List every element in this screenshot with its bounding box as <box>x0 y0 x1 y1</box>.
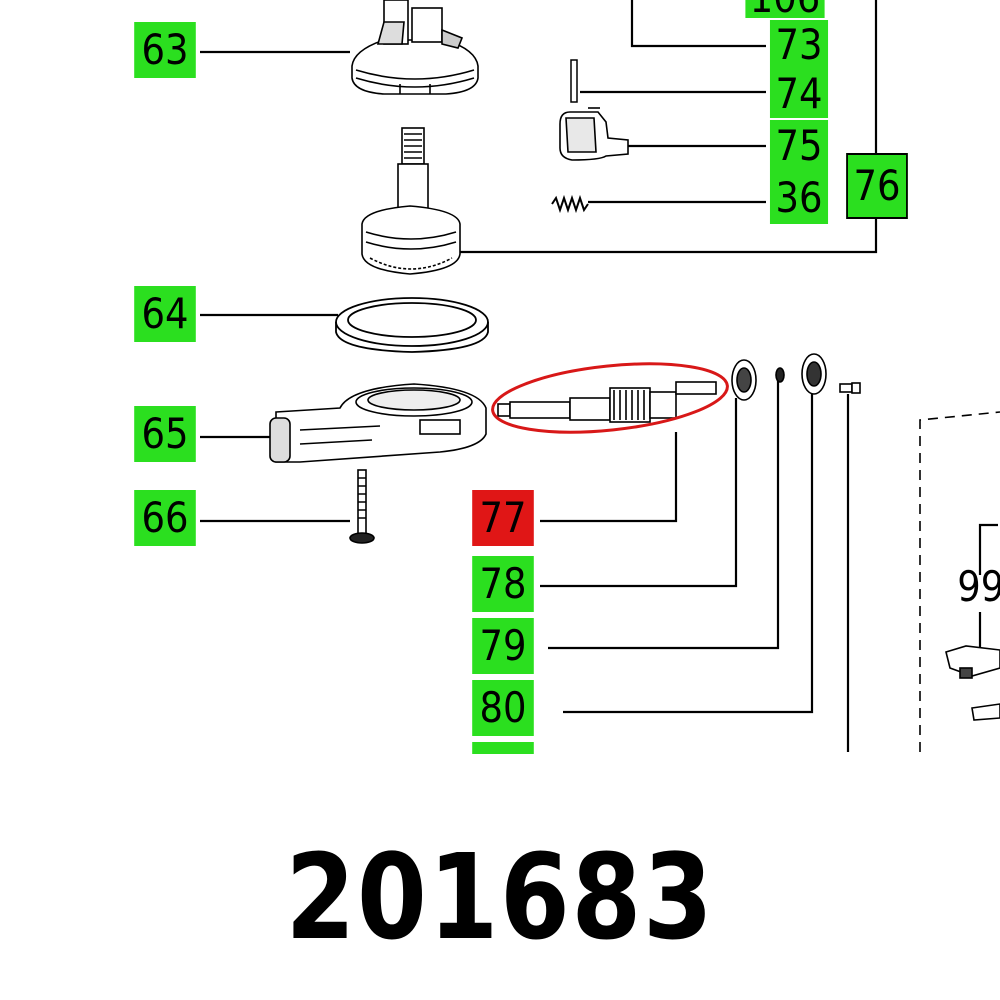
part-66-drawing <box>349 469 375 544</box>
part-79-drawing <box>775 367 785 383</box>
part-81-drawing <box>839 382 861 394</box>
part-75-drawing <box>559 107 629 161</box>
label-65[interactable]: 65 <box>134 406 196 462</box>
label-79[interactable]: 79 <box>472 618 534 674</box>
label-64[interactable]: 64 <box>134 286 196 342</box>
label-73[interactable]: 73 <box>769 20 829 70</box>
callout-line-77 <box>540 432 678 523</box>
label-36[interactable]: 36 <box>769 172 829 224</box>
label-76[interactable]: 76 <box>846 153 908 219</box>
callout-line-99 <box>978 523 998 575</box>
label-81-partial[interactable] <box>472 742 534 754</box>
label-78[interactable]: 78 <box>472 556 534 612</box>
label-99[interactable]: 99 <box>957 562 1000 611</box>
label-66[interactable]: 66 <box>134 490 196 546</box>
selection-ellipse <box>491 362 729 434</box>
part-number: 201683 <box>285 828 715 966</box>
subassembly-frame <box>919 411 1000 752</box>
part-80-drawing <box>801 353 827 395</box>
label-63[interactable]: 63 <box>134 22 196 78</box>
callout-line-79 <box>548 380 780 650</box>
label-77-highlighted[interactable]: 77 <box>472 490 534 546</box>
callout-lines <box>200 0 998 752</box>
callout-line-76 <box>452 0 878 254</box>
part-36-drawing <box>551 194 589 214</box>
part-74-drawing <box>570 59 578 103</box>
part-64-drawing <box>335 297 489 353</box>
part-63-drawing <box>351 0 479 95</box>
part-78-drawing <box>731 359 757 401</box>
label-80[interactable]: 80 <box>472 680 534 736</box>
callout-line-73 <box>630 0 766 48</box>
callout-line-80 <box>563 390 814 714</box>
part-76-drawing <box>361 127 461 275</box>
part-77-drawing <box>497 381 717 423</box>
part-99-drawing <box>945 645 1000 721</box>
label-75[interactable]: 75 <box>769 120 829 172</box>
label-74[interactable]: 74 <box>769 70 829 118</box>
part-65-drawing <box>269 383 487 463</box>
label-106[interactable]: 106 <box>745 0 825 19</box>
callout-line-78 <box>540 398 738 588</box>
